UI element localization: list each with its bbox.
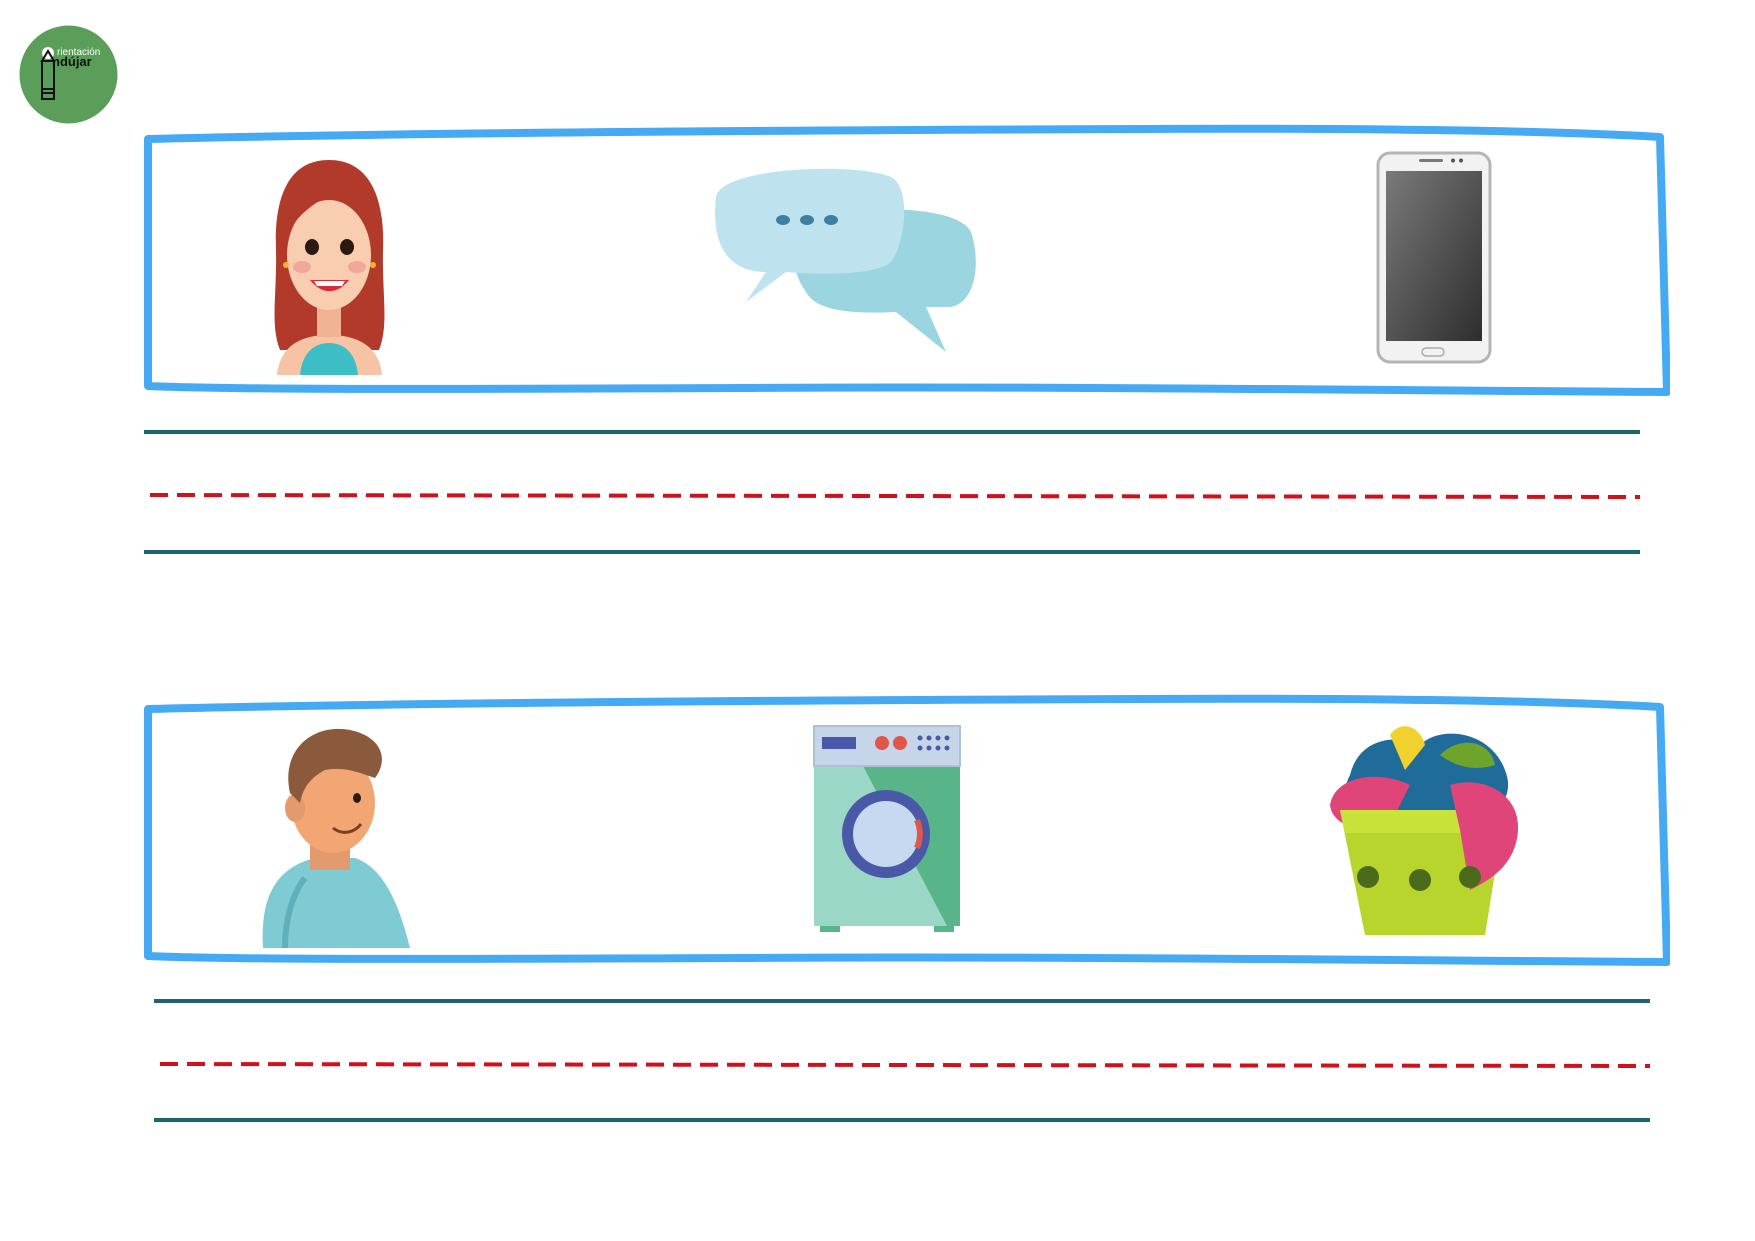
smartphone-icon xyxy=(1376,151,1492,364)
picture-frame-2 xyxy=(144,694,1670,966)
logo: rientación ndújar xyxy=(19,25,118,124)
logo-text-main: ndújar xyxy=(52,54,92,69)
speech-bubbles-icon xyxy=(715,168,976,352)
woman-icon xyxy=(274,160,385,375)
picture-frame-1 xyxy=(144,124,1670,396)
writing-lines-1 xyxy=(144,430,1641,554)
writing-lines-2 xyxy=(154,999,1651,1122)
man-icon xyxy=(262,728,410,948)
laundry-basket-icon xyxy=(1330,726,1519,935)
pencil-icon xyxy=(40,47,56,100)
logo-text-top: rientación xyxy=(57,47,100,58)
washing-machine-icon xyxy=(813,725,961,932)
